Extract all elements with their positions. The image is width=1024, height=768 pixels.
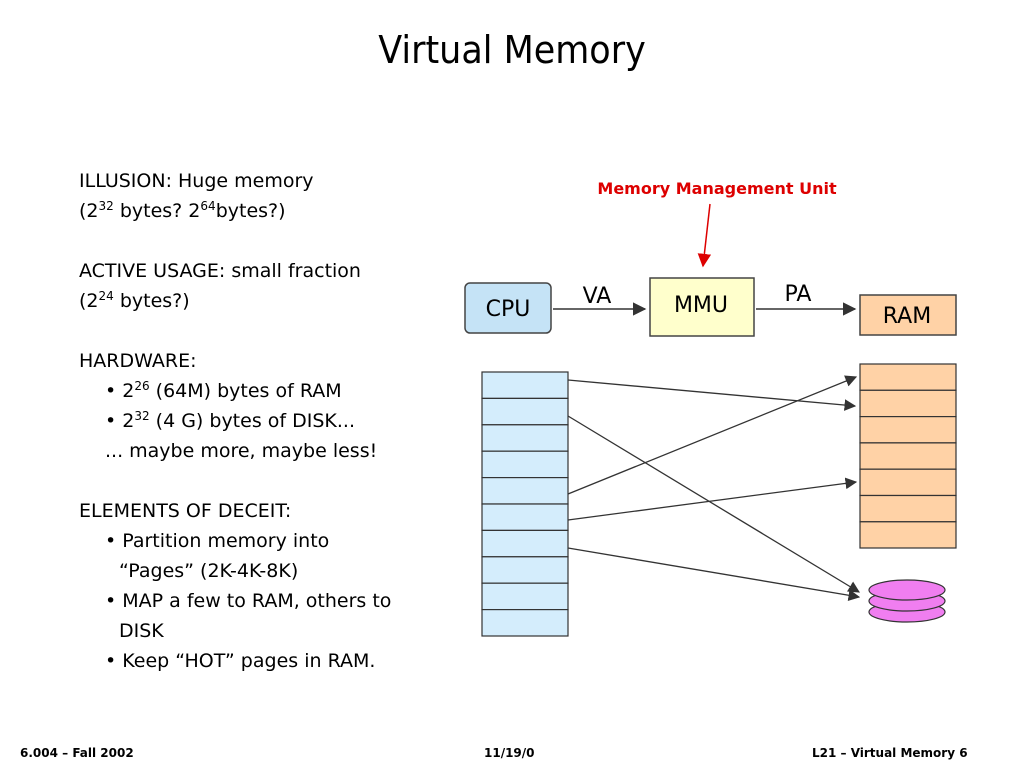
- mapping-arrow: [567, 415, 861, 593]
- virtual-page-table: [481, 371, 569, 637]
- virtual-page: [481, 556, 569, 584]
- footer-date: 11/19/0: [484, 746, 535, 760]
- mapping-arrow: [567, 375, 858, 495]
- virtual-page: [481, 397, 569, 426]
- footer-course: 6.004 – Fall 2002: [20, 746, 134, 760]
- va-label: VA: [583, 284, 612, 309]
- ram-label: RAM: [883, 304, 931, 329]
- illusion-subtext: (232 bytes? 264bytes?): [79, 199, 286, 222]
- hardware-more-note: ... maybe more, maybe less!: [105, 440, 378, 462]
- physical-page: [859, 416, 957, 444]
- cpu-box: [464, 282, 552, 334]
- hardware-disk-bullet: • 232 (4 G) bytes of DISK...: [105, 409, 355, 432]
- physical-page: [859, 363, 957, 391]
- mmu-label: MMU: [674, 293, 728, 318]
- deceit-bullet-partition: • Partition memory into: [105, 530, 330, 552]
- page-mapping-arrows: [567, 375, 861, 602]
- virtual-page: [481, 424, 569, 452]
- hardware-ram-bullet: • 226 (64M) bytes of RAM: [105, 379, 342, 402]
- virtual-page: [481, 450, 569, 479]
- virtual-page: [481, 477, 569, 505]
- mapping-arrow: [567, 477, 858, 521]
- mmu-caption: Memory Management Unit: [597, 179, 837, 198]
- deceit-bullet-map-cont: DISK: [119, 620, 164, 642]
- ram-box: [859, 294, 957, 336]
- physical-page: [859, 521, 957, 549]
- pa-label: PA: [785, 282, 812, 307]
- mmu-box: [649, 277, 755, 337]
- deceit-heading: ELEMENTS OF DECEIT:: [79, 500, 292, 522]
- active-usage-subtext: (224 bytes?): [79, 289, 190, 312]
- caption-arrow: [697, 203, 712, 268]
- physical-page: [859, 389, 957, 418]
- active-usage-heading: ACTIVE USAGE: small fraction: [79, 260, 361, 282]
- deceit-bullet-map: • MAP a few to RAM, others to: [105, 590, 392, 612]
- cpu-label: CPU: [486, 297, 531, 322]
- disk-icon: [868, 579, 946, 623]
- hardware-heading: HARDWARE:: [79, 350, 197, 372]
- virtual-page: [481, 371, 569, 399]
- mapping-arrow: [567, 547, 861, 602]
- deceit-bullet-hot: • Keep “HOT” pages in RAM.: [105, 650, 376, 672]
- page-title: Virtual Memory: [378, 28, 646, 72]
- virtual-page: [481, 608, 569, 637]
- physical-page: [859, 494, 957, 523]
- physical-page: [859, 442, 957, 470]
- disk-platter: [868, 579, 946, 601]
- virtual-page: [481, 582, 569, 611]
- bullet-text: ILLUSION: Huge memory (232 bytes? 264byt…: [79, 166, 391, 676]
- footer-slide-id: L21 – Virtual Memory 6: [812, 746, 968, 760]
- virtual-page: [481, 529, 569, 558]
- illusion-heading: ILLUSION: Huge memory: [79, 170, 314, 192]
- physical-page-table: [859, 363, 957, 549]
- deceit-bullet-partition-cont: “Pages” (2K-4K-8K): [119, 560, 299, 582]
- virtual-page: [481, 503, 569, 531]
- mapping-arrow: [567, 379, 857, 411]
- physical-page: [859, 468, 957, 497]
